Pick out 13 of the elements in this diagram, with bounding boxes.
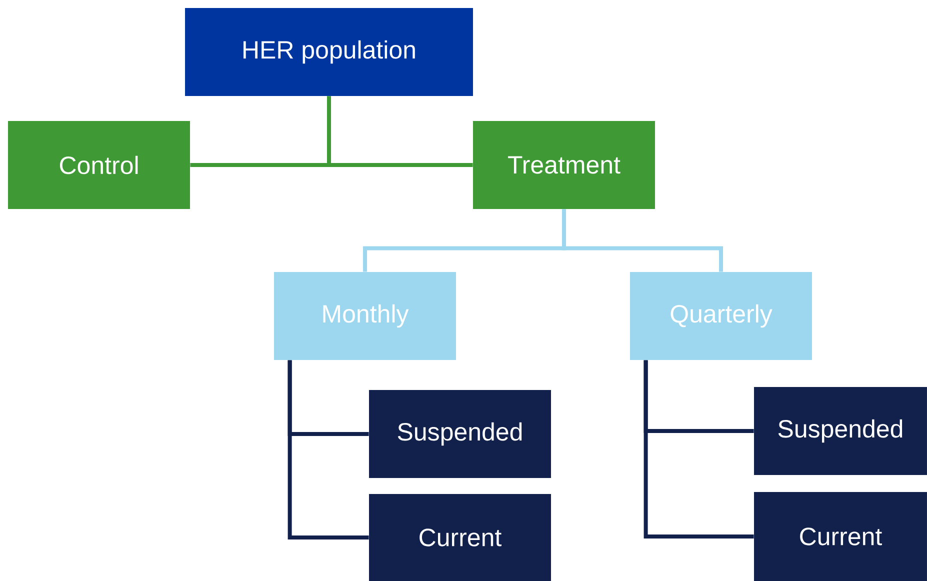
box: Suspended — [369, 390, 551, 478]
box: Control — [8, 121, 190, 209]
box: Current — [369, 494, 551, 581]
connector — [327, 96, 473, 167]
connector — [288, 360, 369, 540]
connector — [644, 360, 754, 538]
box: Quarterly — [630, 272, 812, 360]
box: Treatment — [473, 121, 655, 209]
box: Current — [754, 492, 927, 581]
connector — [562, 209, 723, 272]
box: HER population — [185, 8, 473, 96]
box: Monthly — [274, 272, 456, 360]
box: Suspended — [754, 387, 927, 475]
